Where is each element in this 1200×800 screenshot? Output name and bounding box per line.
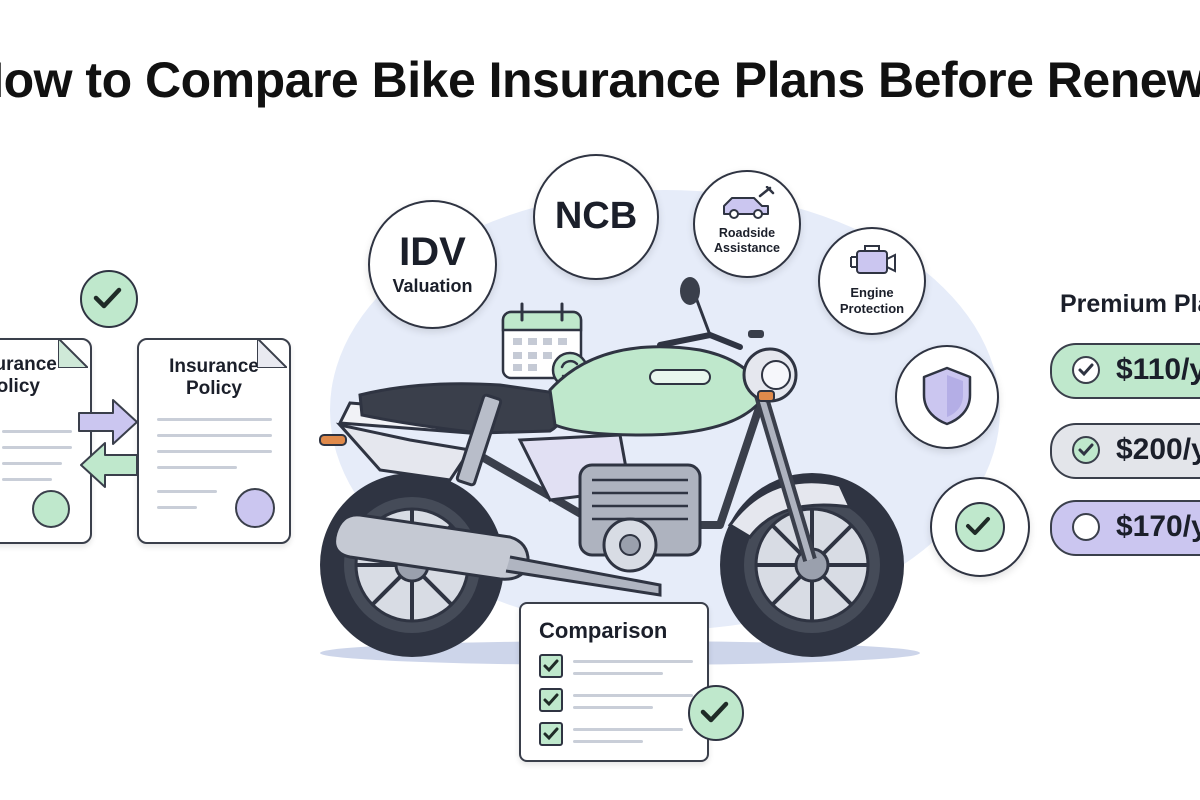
doc-line: [157, 506, 197, 509]
radio-empty-icon[interactable]: [1072, 513, 1100, 541]
comparison-line: [573, 740, 643, 743]
premium-option-3[interactable]: $170/year: [1050, 500, 1200, 556]
page-title: How to Compare Bike Insurance Plans Befo…: [0, 40, 1200, 130]
doc-fold-icon: [58, 338, 88, 368]
checkbox-icon[interactable]: [539, 722, 563, 746]
ncb-badge: NCB: [533, 154, 659, 280]
doc-line: [157, 490, 217, 493]
insurance-policy-document-right: Insurance Policy: [137, 338, 291, 544]
checkbox-icon[interactable]: [539, 654, 563, 678]
idv-valuation-badge: IDV Valuation: [368, 200, 497, 329]
doc-line: [2, 430, 72, 433]
doc-line: [157, 434, 272, 437]
comparison-line: [573, 706, 653, 709]
engine-label: Engine Protection: [839, 285, 905, 316]
comparison-line: [573, 672, 663, 675]
check-badge: [930, 477, 1030, 577]
comparison-card: Comparison: [519, 602, 709, 762]
idv-sub-label: Valuation: [392, 276, 473, 296]
check-circle-icon: [688, 685, 744, 741]
idv-label: IDV: [399, 230, 466, 274]
comparison-line: [573, 728, 683, 731]
swap-arrows-icon: [78, 399, 138, 488]
car-wrench-icon: [723, 186, 775, 219]
lavender-seal-icon: [235, 488, 275, 528]
premium-price: $110/year: [1116, 353, 1200, 386]
premium-price: $170/year: [1116, 510, 1200, 543]
doc-line: [2, 446, 72, 449]
radio-check-icon[interactable]: [1072, 356, 1100, 384]
green-seal-icon: [32, 490, 70, 528]
motorcycle-illustration: [319, 277, 920, 665]
ncb-label: NCB: [554, 195, 638, 237]
comparison-line: [573, 694, 693, 697]
comparison-title: Comparison: [539, 618, 668, 643]
engine-icon: [850, 245, 896, 274]
doc-line: [157, 450, 272, 453]
doc-line: [2, 462, 62, 465]
page-title-text: How to Compare Bike Insurance Plans Befo…: [0, 52, 1200, 108]
check-circle-icon: [955, 502, 1005, 552]
doc-left-title: Insurance Policy: [0, 354, 57, 397]
insurance-policy-document-left: Insurance Policy: [0, 338, 92, 544]
premium-option-1[interactable]: $110/year: [1050, 343, 1200, 399]
premium-price: $200/year: [1116, 433, 1200, 466]
checkbox-icon[interactable]: [539, 688, 563, 712]
doc-line: [2, 478, 52, 481]
check-circle-icon: [80, 270, 138, 328]
roadside-assistance-badge: Roadside Assistance: [693, 170, 801, 278]
doc-right-title: Insurance Policy: [169, 356, 259, 399]
engine-protection-badge: Engine Protection: [818, 227, 926, 335]
premium-heading: Premium Plans: [1060, 290, 1200, 318]
premium-heading-clip: Premium Plans: [1060, 290, 1200, 324]
comparison-line: [573, 660, 693, 663]
radio-check-icon[interactable]: [1072, 436, 1100, 464]
doc-fold-icon: [257, 338, 287, 368]
doc-line: [157, 418, 272, 421]
premium-option-2[interactable]: $200/year: [1050, 423, 1200, 479]
shield-badge: [895, 345, 999, 449]
roadside-label: Roadside Assistance: [713, 226, 780, 255]
shield-icon: [922, 366, 972, 426]
doc-line: [157, 466, 237, 469]
